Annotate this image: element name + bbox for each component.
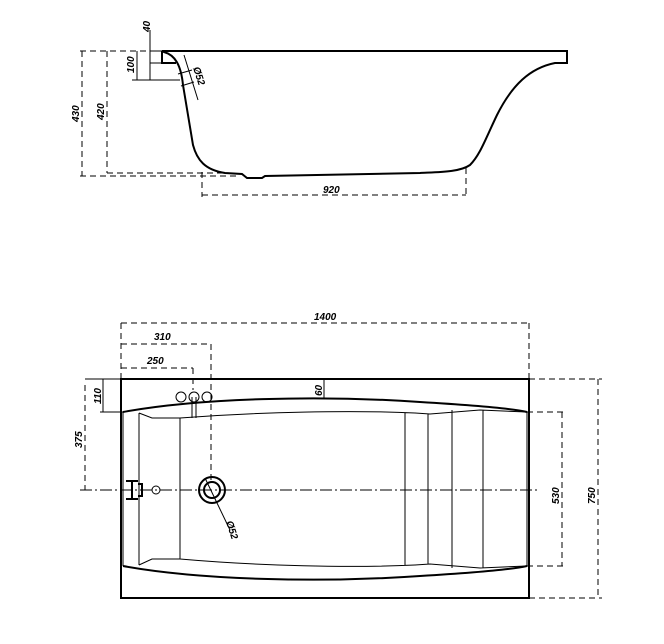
dim-920-label: 920 [323,185,340,196]
spout-icon [191,397,197,418]
drain-inner-icon [203,481,221,499]
overflow-knob-icon [151,485,161,495]
basin-top-edge [122,397,528,413]
overflow-stub [149,30,162,80]
side-view: 40 100 Ø52 430 420 920 [71,20,568,197]
dim-430-line [80,50,240,177]
dim-750-label: 750 [587,487,598,504]
dim-375-label: 375 [74,431,85,448]
overflow-fitting [126,480,161,500]
dim-420-line [106,51,230,174]
dim-530-label: 530 [551,487,562,504]
dim-110-label: 110 [93,388,104,404]
dim-110-line [85,378,125,413]
dim-310-label: 310 [154,332,171,343]
tap-holes [175,391,213,418]
dim-430-label: 430 [71,105,82,123]
plan-view: 1400 310 250 110 60 375 Ø52 530 750 [74,312,602,599]
tap-hole-icon [175,391,187,403]
dim-1400-label: 1400 [314,312,337,323]
dim-310-line [121,343,212,480]
dim-40-label: 40 [142,20,153,33]
tap-hole-icon [201,391,213,403]
dim-250-label: 250 [146,356,164,367]
dim-920-line [201,168,467,197]
drain-fitting [198,476,226,504]
dim-420-label: 420 [96,103,107,121]
tub-outline [120,378,530,599]
dim-52-line [177,54,199,101]
dim-52-plan-line [204,477,231,531]
tub-profile [161,50,568,179]
dim-60-label: 60 [314,384,325,396]
dim-1400-line [120,322,530,379]
basin-inner [122,409,528,569]
dim-100-line [132,51,180,81]
tap-hole-icon [188,391,200,403]
overflow-icon [126,480,143,500]
drain-outer-icon [198,476,226,504]
dim-52-plan-label: Ø52 [223,520,239,542]
dim-100-label: 100 [126,56,137,73]
dim-250-line [121,367,194,390]
basin-bottom-edge [122,565,528,581]
dim-750-line [529,378,602,599]
dim-530-line [527,411,566,567]
